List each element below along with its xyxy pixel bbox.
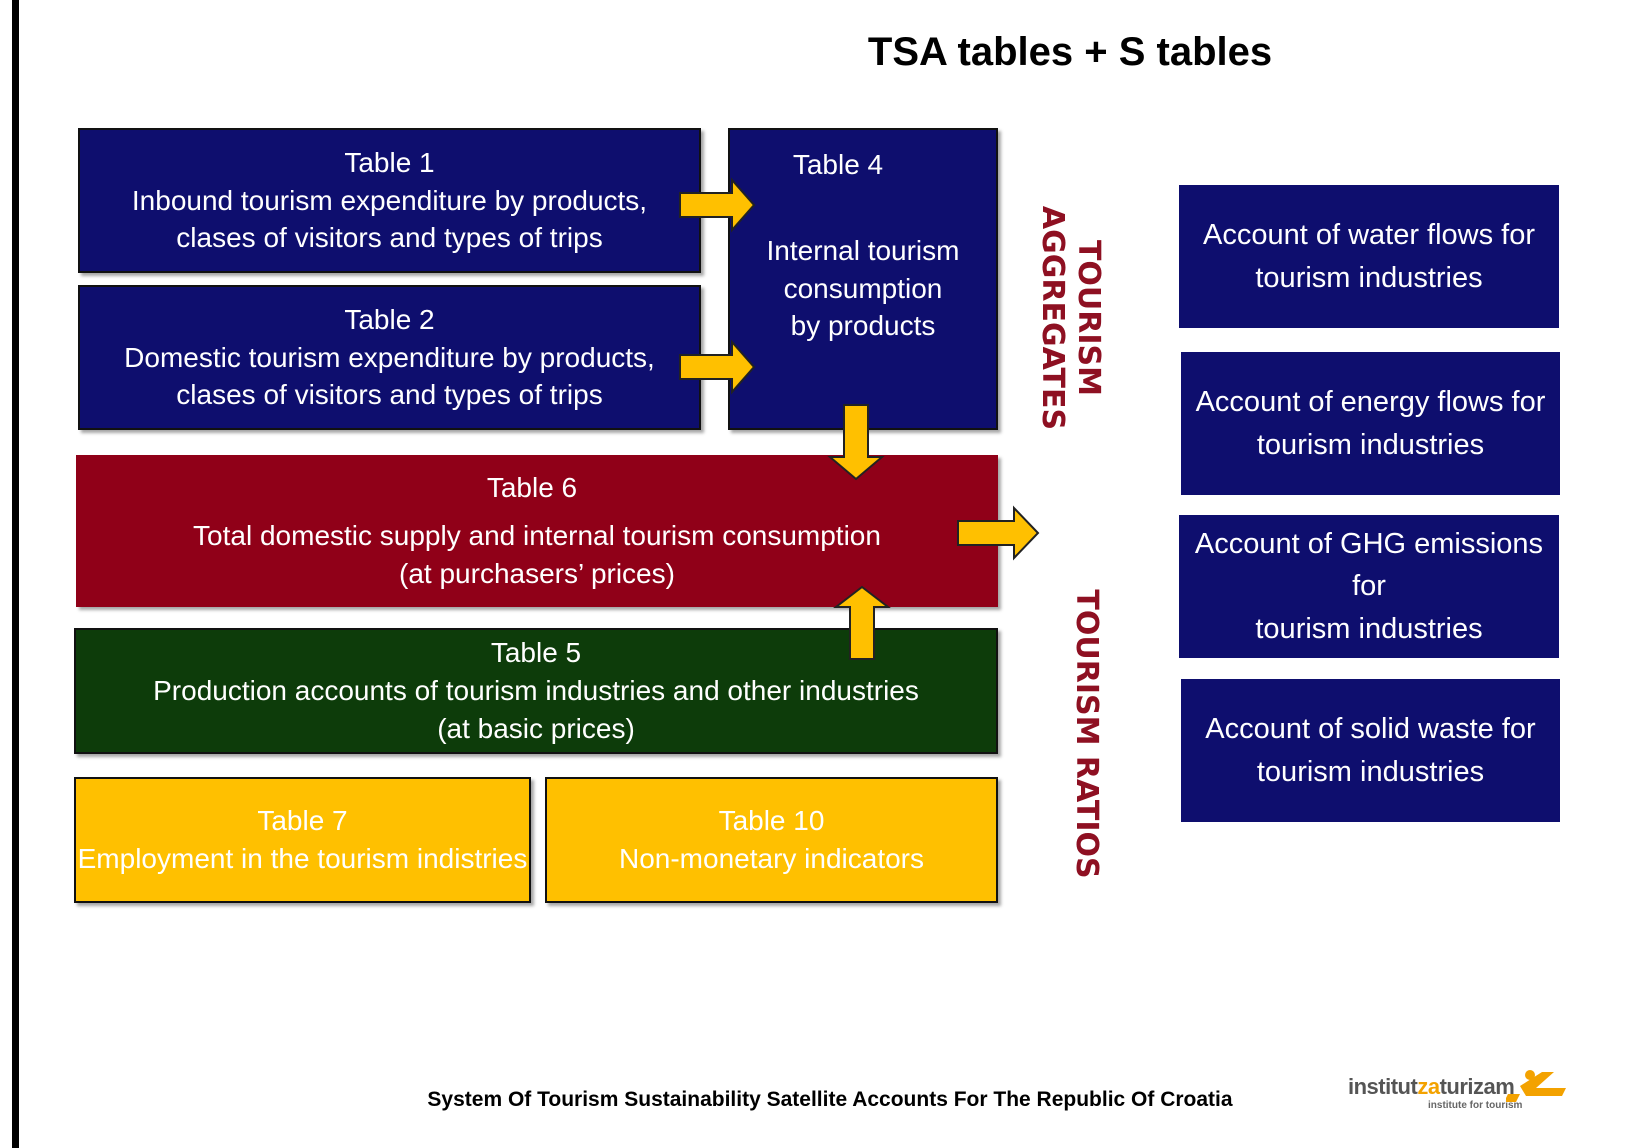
table-5-heading: Table 5 [490,637,582,669]
table-7-line1: Employment in the tourism indistries [77,843,528,874]
logo-part3: turizam [1439,1074,1515,1099]
tourism-aggregates-line2: AGGREGATES [1035,205,1070,431]
table-5-box: Table 5 Production accounts of tourism i… [74,628,998,754]
table-1-heading: Table 1 [344,146,435,178]
arrow-right-icon [957,505,1040,561]
table-4-heading: Table 4 [792,149,884,180]
tourism-ratios-label: TOURISM RATIOS [1069,589,1104,879]
account-water-box: Account of water flows for tourism indus… [1179,185,1559,328]
account-water-line1: Account of water flows for [1202,219,1536,252]
account-energy-box: Account of energy flows for tourism indu… [1181,352,1560,495]
arrow-right-icon [679,339,756,395]
account-energy-line1: Account of energy flows for [1195,386,1546,419]
table-2-box: Table 2 Domestic tourism expenditure by … [78,285,701,430]
arrow-down-icon [827,404,885,481]
table-2-line1: Domestic tourism expenditure by products… [124,341,655,373]
institute-logo: institutzaturizam institute for tourism [1348,1068,1588,1118]
account-water-line2: tourism industries [1255,261,1483,294]
tourism-aggregates-label: TOURISM AGGREGATES [1030,193,1106,443]
table-4-line2: consumption [783,272,943,304]
account-ghg-box: Account of GHG emissions for tourism ind… [1179,515,1559,658]
table-6-box: Table 6 Total domestic supply and intern… [76,455,998,607]
account-ghg-line1: Account of GHG emissions for [1194,528,1544,603]
table-6-heading: Table 6 [486,472,578,504]
footer-caption: System Of Tourism Sustainability Satelli… [427,1088,1233,1111]
table-10-line1: Non-monetary indicators [618,843,925,874]
table-1-line2: clases of visitors and types of trips [176,222,603,254]
table-7-box: Table 7 Employment in the tourism indist… [74,777,531,903]
tourism-aggregates-line1: TOURISM [1071,239,1106,397]
table-4-line3: by products [790,310,936,342]
table-1-box: Table 1 Inbound tourism expenditure by p… [78,128,701,273]
table-6-line1: Total domestic supply and internal touri… [193,520,881,552]
account-ghg-line2: tourism industries [1255,612,1483,645]
table-6-line2: (at purchasers’ prices) [399,557,675,589]
arrow-right-icon [679,177,756,233]
account-waste-box: Account of solid waste for tourism indus… [1181,679,1560,822]
table-10-heading: Table 10 [718,805,825,837]
logo-subtitle: institute for tourism [1428,1100,1523,1111]
table-5-line1: Production accounts of tourism industrie… [153,675,919,707]
table-4-box: Table 4 Internal tourism consumption by … [728,128,998,430]
table-4-line1: Internal tourism [766,234,960,266]
left-border-line [12,0,19,1148]
logo-part1: institut [1348,1074,1418,1099]
iz-logo-icon [1506,1070,1566,1102]
logo-part2: za [1417,1074,1440,1099]
table-2-line2: clases of visitors and types of trips [176,379,603,411]
arrow-up-icon [833,585,891,660]
table-2-heading: Table 2 [344,303,435,335]
table-5-line2: (at basic prices) [437,712,635,744]
page-title: TSA tables + S tables [867,30,1273,74]
account-waste-line2: tourism industries [1256,755,1485,788]
account-energy-line2: tourism industries [1256,428,1485,461]
table-7-heading: Table 7 [257,805,348,837]
table-1-line1: Inbound tourism expenditure by products, [131,184,648,216]
account-waste-line1: Account of solid waste for [1205,713,1536,746]
table-10-box: Table 10 Non-monetary indicators [545,777,998,903]
logo-wordmark: institutzaturizam [1348,1074,1515,1100]
